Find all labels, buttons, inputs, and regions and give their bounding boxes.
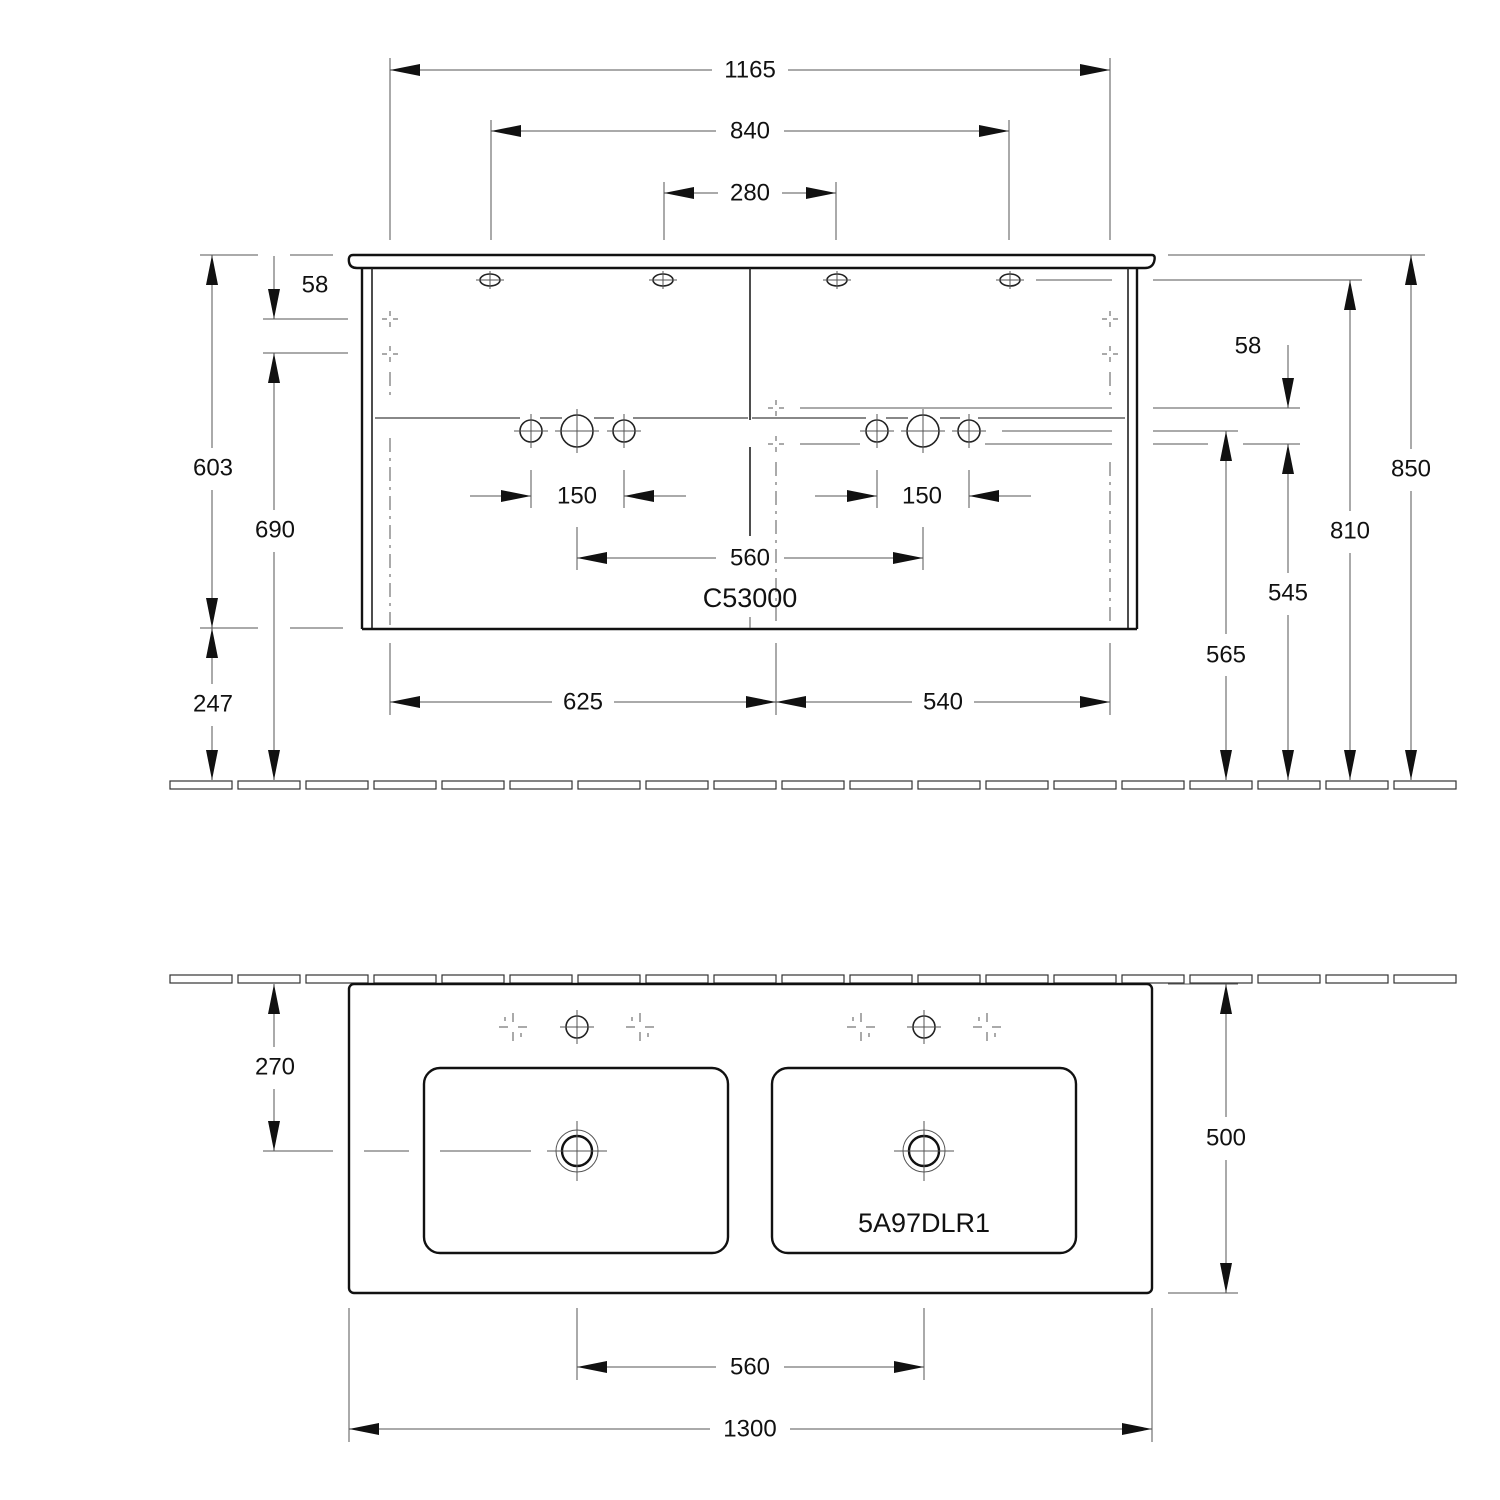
wall-line <box>169 974 1457 984</box>
dim-540: 540 <box>923 688 963 715</box>
dim-560-top: 560 <box>730 1353 770 1380</box>
dim-545: 545 <box>1268 579 1308 606</box>
dimension-right-section: 540 <box>776 688 1110 715</box>
dim-565: 565 <box>1206 641 1246 668</box>
tap-holes-top-left <box>499 1010 654 1044</box>
dimension-waste-spacing-top: 560 <box>577 1353 924 1380</box>
dimension-cabinet-height: 603 <box>193 255 233 628</box>
dim-690: 690 <box>255 516 295 543</box>
crosshair-icon <box>1102 346 1118 362</box>
dimension-810: 810 <box>1330 280 1370 780</box>
dimension-depth: 500 <box>1206 984 1246 1293</box>
fixing-hole-icon <box>649 271 677 289</box>
fixing-hole-icon <box>823 271 851 289</box>
dim-625: 625 <box>563 688 603 715</box>
dimension-overall-width-top: 1300 <box>349 1415 1152 1442</box>
waste-hole-icon <box>901 409 945 453</box>
small-hole-icon <box>607 414 641 448</box>
dim-840: 840 <box>730 117 770 144</box>
dimension-overall-height: 850 <box>1391 255 1431 780</box>
tap-hole-icon <box>907 1010 941 1044</box>
waste-hole-icon <box>555 409 599 453</box>
dimension-right-top-offset: 58 <box>1235 332 1294 408</box>
floor-line <box>169 780 1457 790</box>
dimension-left-section: 625 <box>390 688 776 715</box>
crosshair-icon <box>1102 311 1118 327</box>
optional-hole-icon <box>973 1013 1001 1041</box>
crosshair-icon <box>382 346 398 362</box>
front-view: 1165 840 280 <box>169 56 1457 790</box>
dim-1300: 1300 <box>723 1415 776 1442</box>
dim-1165: 1165 <box>724 56 776 83</box>
tap-holes-top-right <box>847 1010 1001 1044</box>
tap-holes-right <box>860 409 986 453</box>
model-label-basin: 5A97DLR1 <box>858 1208 990 1238</box>
dim-58-left: 58 <box>302 271 329 298</box>
fixing-hole-icon <box>996 271 1024 289</box>
dim-58-right: 58 <box>1235 332 1262 359</box>
drain-left-icon <box>547 1121 607 1181</box>
dim-560-front: 560 <box>730 544 770 571</box>
bowl-right <box>770 1066 1078 1255</box>
model-label-cabinet: C53000 <box>703 583 798 613</box>
dimension-fixing-spacing: 280 <box>664 179 836 206</box>
dimension-565: 565 <box>1206 431 1246 780</box>
basin-outline <box>347 982 1154 1295</box>
crosshair-icon <box>768 436 784 452</box>
drain-right-icon <box>894 1121 954 1181</box>
fixing-hole-icon <box>476 271 504 289</box>
dimension-floor-to-cabinet: 247 <box>193 628 233 780</box>
cabinet-body <box>360 268 1139 631</box>
crosshair-icon <box>382 311 398 327</box>
dimension-tap-spacing-right: 150 <box>815 470 1031 509</box>
dimension-overall-width: 1165 <box>390 56 1110 83</box>
dim-280: 280 <box>730 179 770 206</box>
dim-150-left: 150 <box>557 482 597 509</box>
small-hole-icon <box>952 414 986 448</box>
top-view: 5A97DLR1 270 500 560 1300 <box>169 974 1457 1442</box>
dim-850: 850 <box>1391 455 1431 482</box>
dim-500: 500 <box>1206 1124 1246 1151</box>
dimension-tap-spacing-left: 150 <box>470 470 686 509</box>
optional-hole-icon <box>847 1013 875 1041</box>
dimension-545: 545 <box>1268 444 1308 780</box>
optional-hole-icon <box>499 1013 527 1041</box>
dimension-waste-spacing-front: 560 <box>576 527 924 571</box>
dimension-inner-width: 840 <box>491 117 1009 144</box>
small-hole-icon <box>860 414 894 448</box>
dim-150-right: 150 <box>902 482 942 509</box>
dimension-690: 690 <box>255 353 295 780</box>
dim-247: 247 <box>193 690 233 717</box>
fixing-holes <box>476 271 1024 289</box>
basin-top-edge <box>347 253 1156 270</box>
dimension-waste-depth: 270 <box>255 984 295 1151</box>
tap-hole-icon <box>560 1010 594 1044</box>
optional-hole-icon <box>626 1013 654 1041</box>
tap-holes-left <box>514 409 641 453</box>
bowl-left <box>422 1066 730 1255</box>
dimension-left-top-offset: 58 <box>268 256 329 319</box>
small-hole-icon <box>514 414 548 448</box>
dim-603: 603 <box>193 454 233 481</box>
dim-270: 270 <box>255 1053 295 1080</box>
crosshair-markers <box>382 311 1118 452</box>
crosshair-icon <box>768 400 784 416</box>
dim-810: 810 <box>1330 517 1370 544</box>
